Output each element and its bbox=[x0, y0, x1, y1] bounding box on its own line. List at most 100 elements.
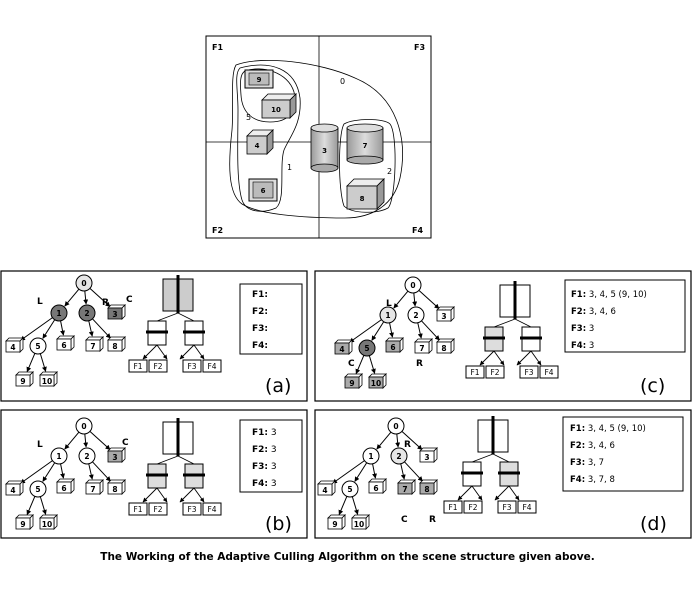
tree-node-10: 10 bbox=[368, 373, 387, 389]
tree-node-label: 7 bbox=[419, 344, 424, 353]
tree-node-label: 5 bbox=[35, 342, 40, 351]
tree-node-label: 3 bbox=[112, 453, 117, 462]
tree-node-label: 7 bbox=[402, 485, 407, 494]
tree-node-label: 5 bbox=[347, 485, 352, 494]
tree-node-label: 0 bbox=[410, 281, 415, 290]
tree-node-4: 4 bbox=[317, 480, 336, 496]
tree-node-9: 9 bbox=[344, 373, 363, 389]
scene-diagram: F1 F3 F2 F4 0 5 1 2 9 10 4 bbox=[205, 35, 432, 239]
tree-node-1: 1 bbox=[50, 304, 68, 322]
object-6-label: 6 bbox=[261, 187, 266, 195]
figure-caption: The Working of the Adaptive Culling Algo… bbox=[100, 551, 595, 563]
tree-node-2: 2 bbox=[407, 306, 425, 324]
tree-edge bbox=[39, 496, 47, 515]
tree-edge bbox=[89, 431, 111, 450]
tree-node-label: 2 bbox=[84, 309, 89, 318]
result-line-f4: F4: 3 bbox=[252, 479, 277, 489]
frustum-leaf bbox=[463, 500, 483, 514]
frustum-leaf-label: F4 bbox=[522, 503, 531, 512]
tree-node-7: 7 bbox=[85, 336, 104, 352]
tree-edge bbox=[395, 433, 401, 448]
node-label-r: R bbox=[416, 359, 423, 369]
tree-node-label: 1 bbox=[385, 311, 390, 320]
tree-edge bbox=[88, 320, 94, 337]
result-line-f3: F3: bbox=[252, 324, 268, 334]
tree-edge bbox=[20, 317, 53, 341]
tree-node-label: 10 bbox=[354, 520, 364, 529]
object-4: 4 bbox=[246, 129, 274, 155]
tree-edge bbox=[404, 461, 423, 482]
tree-node-label: 10 bbox=[42, 377, 52, 386]
node-label-r: R bbox=[429, 515, 436, 525]
tree-node-label: 7 bbox=[90, 342, 95, 351]
tree-node-6: 6 bbox=[385, 337, 404, 353]
results-box bbox=[562, 416, 684, 492]
tree-node-8: 8 bbox=[107, 479, 126, 495]
node-label-c: C bbox=[348, 359, 355, 369]
result-line-f1: F1: 3, 4, 5 (9, 10) bbox=[570, 424, 646, 434]
frustum-leaf-label: F4 bbox=[207, 505, 216, 514]
tree-node-10: 10 bbox=[39, 371, 58, 387]
tree-edge bbox=[368, 355, 376, 374]
tree-node-10: 10 bbox=[351, 514, 370, 530]
tree-edge bbox=[393, 290, 409, 309]
tree-node-label: 5 bbox=[364, 344, 369, 353]
tree-node-7: 7 bbox=[414, 338, 433, 354]
object-10-label: 10 bbox=[271, 106, 281, 114]
result-line-f4: F4: 3 bbox=[571, 341, 594, 351]
frustum-leaf-label: F1 bbox=[133, 505, 142, 514]
tree-edge bbox=[20, 460, 53, 484]
region-1-outline bbox=[236, 64, 301, 212]
tree-node-6: 6 bbox=[56, 335, 75, 351]
tree-node-label: 4 bbox=[10, 486, 15, 495]
tree-node-label: 9 bbox=[20, 520, 25, 529]
tree-node-8: 8 bbox=[107, 336, 126, 352]
object-8: 8 bbox=[346, 178, 385, 210]
tree-edge bbox=[26, 353, 36, 373]
node-label-l: L bbox=[37, 440, 43, 450]
tree-node-label: 1 bbox=[56, 309, 61, 318]
tree-edge bbox=[83, 433, 89, 448]
results-box bbox=[239, 419, 303, 493]
result-line-f2: F2: 3 bbox=[252, 445, 277, 455]
tree-node-4: 4 bbox=[5, 480, 24, 496]
tree-node-label: 3 bbox=[424, 453, 429, 462]
frustum-leaf bbox=[519, 365, 539, 379]
tree-node-5: 5 bbox=[358, 339, 376, 357]
tree-node-label: 6 bbox=[61, 341, 66, 350]
result-line-f2: F2: 3, 4, 6 bbox=[570, 441, 615, 451]
tree-node-label: 5 bbox=[35, 485, 40, 494]
object-4-label: 4 bbox=[255, 142, 260, 150]
tree-edge bbox=[89, 288, 111, 307]
tree-node-9: 9 bbox=[15, 371, 34, 387]
result-line-f3: F3: 3 bbox=[252, 462, 277, 472]
results-box bbox=[239, 283, 303, 355]
frustum-leaf-label: F1 bbox=[470, 368, 479, 377]
node-label-c: C bbox=[126, 295, 133, 305]
tree-node-6: 6 bbox=[56, 478, 75, 494]
tree-edge bbox=[332, 460, 365, 484]
frustum-leaf-label: F3 bbox=[524, 368, 533, 377]
tree-edge bbox=[39, 353, 47, 372]
tree-node-label: 0 bbox=[81, 422, 86, 431]
node-label-r: R bbox=[404, 440, 411, 450]
frustum-leaf bbox=[182, 359, 202, 373]
tree-node-label: 8 bbox=[112, 342, 117, 351]
tree-node-9: 9 bbox=[15, 514, 34, 530]
tree-edge bbox=[417, 322, 423, 339]
tree-node-1: 1 bbox=[379, 306, 397, 324]
tree-edge bbox=[64, 288, 80, 307]
tree-edge bbox=[26, 496, 36, 516]
result-line-f4: F4: bbox=[252, 341, 268, 351]
tree-node-9: 9 bbox=[327, 514, 346, 530]
tree-edge bbox=[376, 431, 392, 450]
tree-node-label: 3 bbox=[441, 312, 446, 321]
